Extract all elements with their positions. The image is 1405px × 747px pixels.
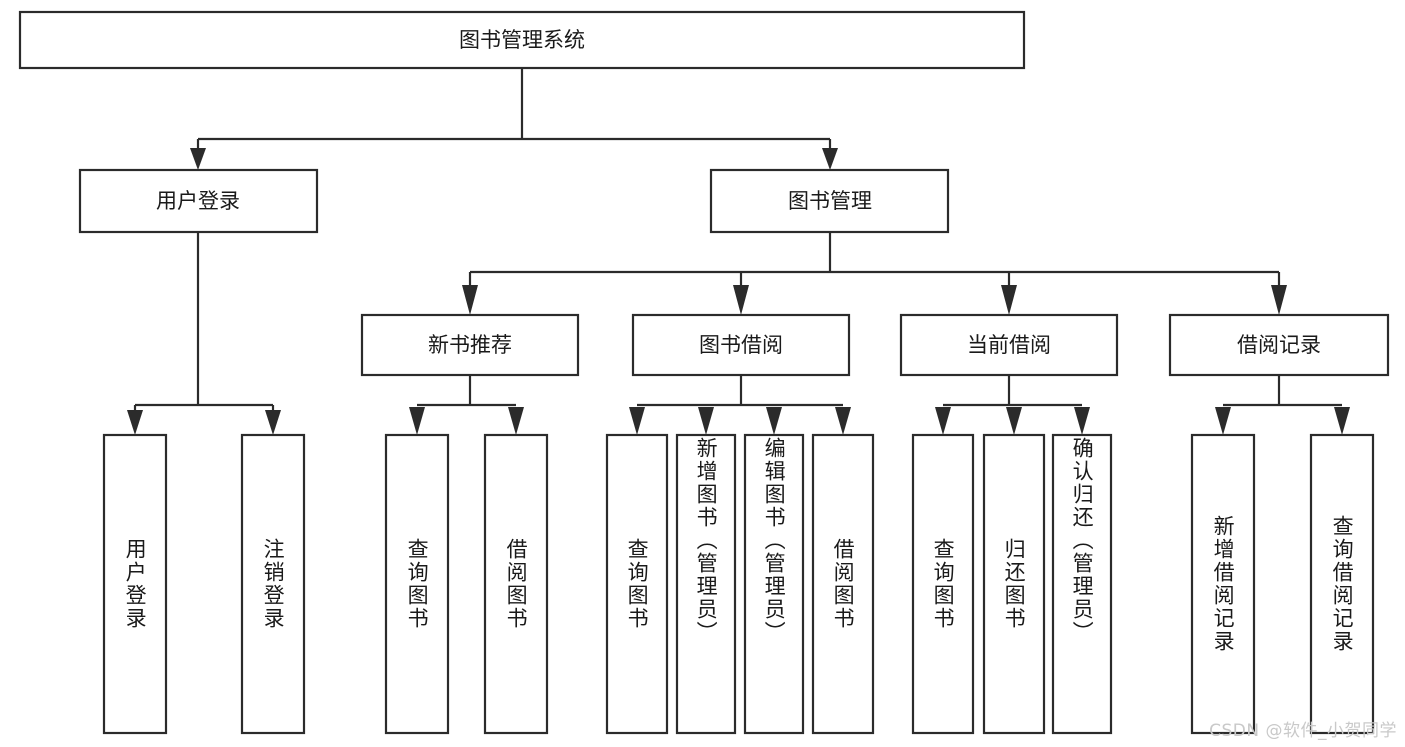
leaf-box-add-borrow-record[interactable] [1190,433,1256,735]
arrow-head-leaf-6 [698,407,714,435]
arrow-head-newbook [462,285,478,315]
node-new-book-recommend[interactable]: 新书推荐 [360,313,580,377]
leaf-box-query-book-current[interactable] [911,433,975,735]
arrow-head-leaf-8 [835,407,851,435]
arrow-head-leaf-3 [409,407,425,435]
node-user-login-rect[interactable] [78,168,319,234]
arrow-head-leaf-9 [935,407,951,435]
node-book-management-label: 图书管理 [788,189,872,213]
node-new-book-recommend-label: 新书推荐 [428,333,512,357]
node-user-login[interactable]: 用户登录 [78,168,319,234]
leaf-box-edit-book-admin[interactable] [743,433,805,735]
node-book-borrow[interactable]: 图书借阅 [631,313,851,377]
leaf-box-user-login[interactable] [102,433,168,735]
leaf-box-confirm-return-admin[interactable] [1051,433,1113,735]
node-book-borrow-label: 图书借阅 [699,333,783,357]
connector-group-root-to-level2 [190,68,838,170]
leaf-box-add-book-admin[interactable] [675,433,737,735]
arrow-head-current [1001,285,1017,315]
arrow-head-borrow [733,285,749,315]
leaf-box-query-book-rec[interactable] [384,433,450,735]
arrow-head-leaf-10 [1006,407,1022,435]
node-user-login-label: 用户登录 [156,189,240,213]
arrow-head-leaf-4 [508,407,524,435]
arrow-head-leaf-5 [629,407,645,435]
connector-group-borrow-leaves [629,375,851,435]
node-current-borrow[interactable]: 当前借阅 [899,313,1119,377]
node-current-borrow-rect[interactable] [899,313,1119,377]
node-borrow-records-rect[interactable] [1168,313,1390,377]
leaf-box-return-book[interactable] [982,433,1046,735]
arrow-head-leaf-12 [1215,407,1231,435]
csdn-watermark: CSDN @软件_小贺同学 [1209,721,1397,741]
node-root-label: 图书管理系统 [459,28,585,52]
node-book-borrow-rect[interactable] [631,313,851,377]
arrow-head-records [1271,285,1287,315]
arrow-head-leaf-11 [1074,407,1090,435]
node-current-borrow-label: 当前借阅 [967,333,1051,357]
connector-group-records-leaves [1215,375,1350,435]
leaf-box-query-book-borrow[interactable] [605,433,669,735]
connector-group-current-leaves [935,375,1090,435]
leaf-box-query-borrow-record[interactable] [1309,433,1375,735]
arrow-head-leaf-7 [766,407,782,435]
connector-group-bookmgmt-to-level3 [462,232,1287,315]
arrow-head-userlogin [190,148,206,170]
node-borrow-records-label: 借阅记录 [1237,333,1321,357]
node-borrow-records[interactable]: 借阅记录 [1168,313,1390,377]
arrow-head-leaf-2 [265,410,281,435]
leaf-box-borrow-book-rec[interactable] [483,433,549,735]
node-root-rect[interactable] [18,10,1026,70]
arrow-head-leaf-1 [127,410,143,435]
node-book-management[interactable]: 图书管理 [709,168,950,234]
node-root[interactable]: 图书管理系统 [18,10,1026,70]
leaf-box-logout[interactable] [240,433,306,735]
arrow-head-bookmgmt [822,148,838,170]
connector-group-newbook-leaves [409,375,524,435]
node-book-management-rect[interactable] [709,168,950,234]
node-new-book-recommend-rect[interactable] [360,313,580,377]
leaf-box-borrow-book[interactable] [811,433,875,735]
arrow-head-leaf-13 [1334,407,1350,435]
connector-group-userlogin-leaves [127,232,281,435]
